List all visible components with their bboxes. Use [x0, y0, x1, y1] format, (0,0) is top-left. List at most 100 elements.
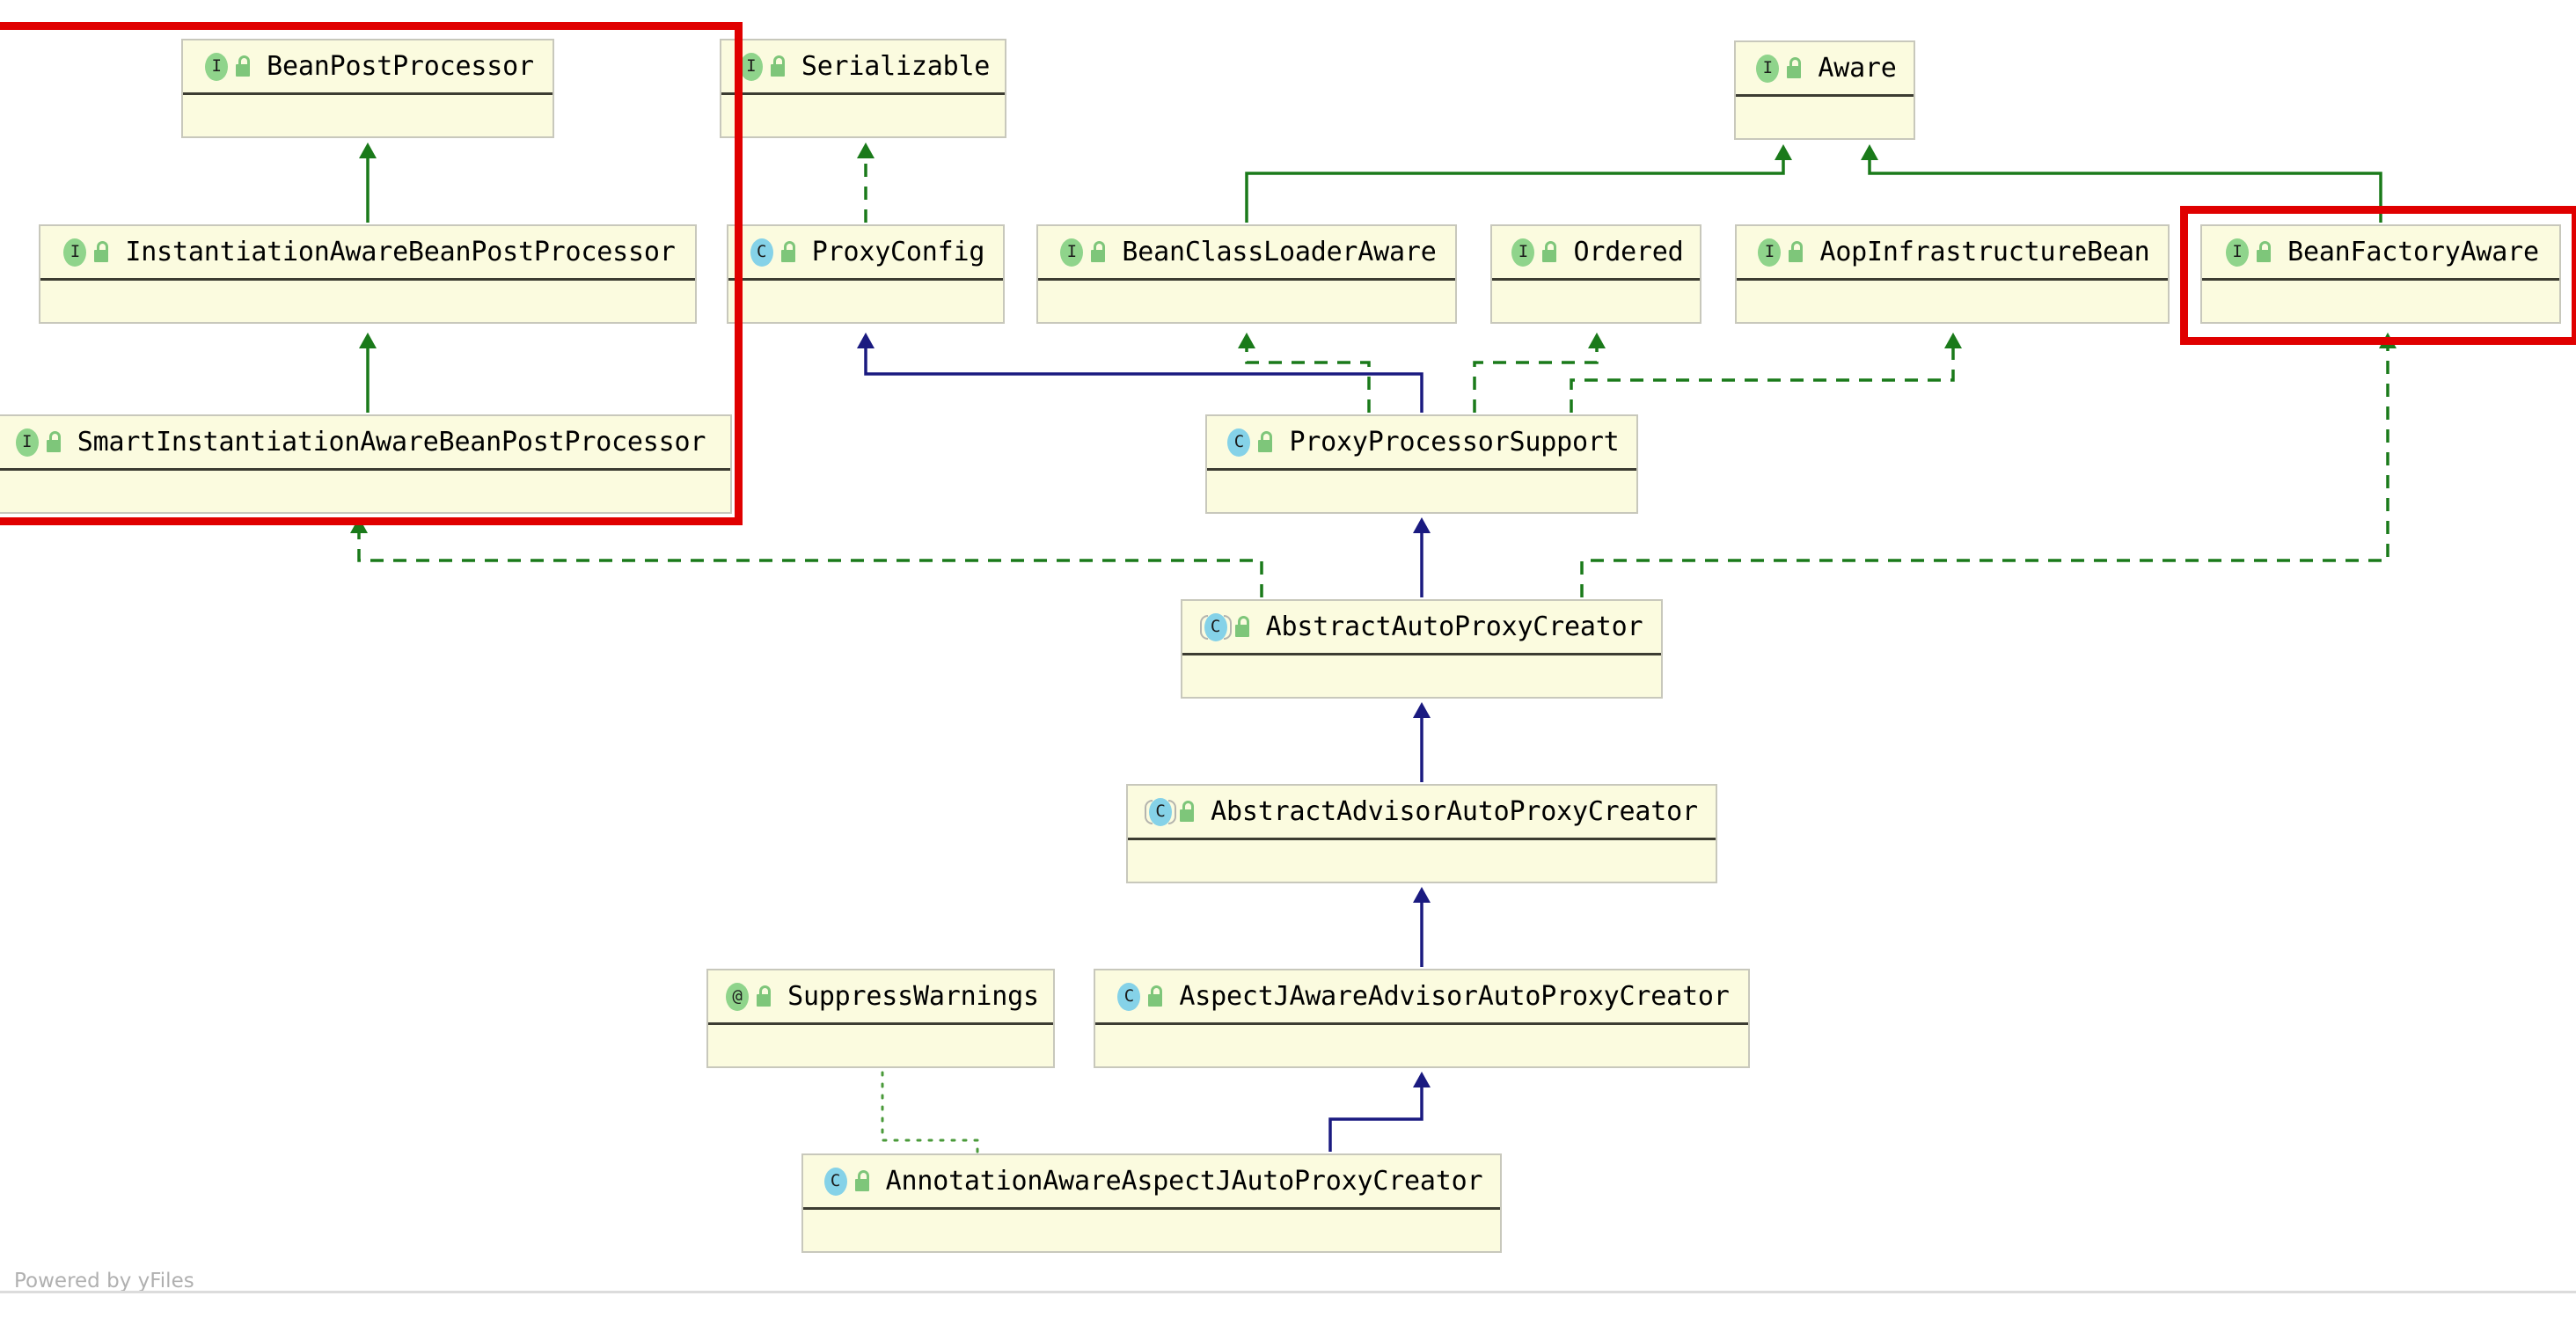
public-unlock-icon: [1788, 240, 1809, 264]
uml-node-smartinstantiationawarebeanpostprocessor[interactable]: I SmartInstantiationAwareBeanPostProcess…: [0, 414, 732, 514]
uml-node-aware[interactable]: I Aware: [1734, 40, 1915, 140]
node-header: C AnnotationAwareAspectJAutoProxyCreator: [803, 1155, 1500, 1210]
node-header: C AspectJAwareAdvisorAutoProxyCreator: [1095, 970, 1748, 1025]
public-unlock-icon: [1090, 240, 1111, 264]
abstract-class-icon: C: [1199, 612, 1232, 642]
node-header: I Ordered: [1492, 226, 1700, 281]
node-members-compartment: [1737, 281, 2168, 322]
node-title: BeanClassLoaderAware: [1122, 237, 1437, 267]
node-header: I Serializable: [721, 40, 1005, 95]
class-icon: C: [747, 238, 777, 267]
node-title: Ordered: [1573, 237, 1684, 267]
node-members-compartment: [1207, 471, 1636, 512]
edge-proxyprocessorsupport-to-aopinfrastructurebean: [1570, 333, 1962, 413]
class-icon: C: [821, 1167, 851, 1197]
public-unlock-icon: [854, 1169, 875, 1193]
node-members-compartment: [728, 281, 1003, 322]
edge-proxyprocessorsupport-to-ordered: [1473, 333, 1606, 413]
node-title: AopInfrastructureBean: [1819, 237, 2150, 267]
node-title: ProxyConfig: [811, 237, 985, 267]
node-header: C ProxyProcessorSupport: [1207, 416, 1636, 471]
public-unlock-icon: [1541, 240, 1562, 264]
uml-node-beanfactoryaware[interactable]: I BeanFactoryAware: [2200, 224, 2561, 324]
public-unlock-icon: [780, 240, 801, 264]
uml-node-beanpostprocessor[interactable]: I BeanPostProcessor: [181, 39, 554, 138]
node-title: SmartInstantiationAwareBeanPostProcessor: [77, 427, 706, 458]
edge-annotationaware-to-suppresswarnings: [881, 1067, 979, 1153]
public-unlock-icon: [756, 985, 777, 1008]
interface-icon: I: [1057, 238, 1087, 267]
edge-abstractautoproxycreator-to-beanfactoryaware: [1580, 333, 2397, 597]
annotation-icon: @: [722, 982, 752, 1012]
public-unlock-icon: [1234, 615, 1255, 639]
node-title: AspectJAwareAdvisorAutoProxyCreator: [1179, 981, 1730, 1012]
node-members-compartment: [1736, 97, 1914, 138]
node-members-compartment: [0, 471, 730, 512]
node-header: I BeanClassLoaderAware: [1038, 226, 1455, 281]
uml-node-suppresswarnings[interactable]: @ SuppressWarnings: [706, 969, 1055, 1068]
abstract-class-icon: C: [1145, 797, 1177, 827]
uml-node-beanclassloaderaware[interactable]: I BeanClassLoaderAware: [1036, 224, 1457, 324]
node-title: InstantiationAwareBeanPostProcessor: [125, 237, 676, 267]
node-members-compartment: [708, 1025, 1053, 1066]
edge-abstractautoproxycreator-to-smartinstantiationaware: [350, 517, 1263, 597]
interface-icon: I: [2222, 238, 2252, 267]
public-unlock-icon: [2256, 240, 2277, 264]
node-header: I BeanPostProcessor: [183, 40, 553, 95]
uml-node-ordered[interactable]: I Ordered: [1490, 224, 1701, 324]
edge-proxyprocessorsupport-to-proxyconfig: [857, 333, 1423, 413]
node-members-compartment: [40, 281, 695, 322]
node-header: I InstantiationAwareBeanPostProcessor: [40, 226, 695, 281]
node-title: AbstractAdvisorAutoProxyCreator: [1211, 796, 1698, 827]
uml-node-aspectjawareadvisorautoproxycreator[interactable]: C AspectJAwareAdvisorAutoProxyCreator: [1094, 969, 1750, 1068]
node-members-compartment: [1038, 281, 1455, 322]
interface-icon: I: [1754, 238, 1784, 267]
public-unlock-icon: [1786, 56, 1807, 80]
uml-node-annotationawareaspectjautoproxycreator[interactable]: C AnnotationAwareAspectJAutoProxyCreator: [801, 1153, 1502, 1253]
uml-node-aopinfrastructurebean[interactable]: I AopInfrastructureBean: [1735, 224, 2170, 324]
public-unlock-icon: [235, 55, 256, 78]
public-unlock-icon: [1147, 985, 1168, 1008]
node-members-compartment: [1492, 281, 1700, 322]
public-unlock-icon: [1179, 800, 1200, 824]
node-header: I BeanFactoryAware: [2202, 226, 2559, 281]
interface-icon: I: [1508, 238, 1538, 267]
edge-beanfactoryaware-to-aware: [1861, 144, 2382, 223]
public-unlock-icon: [1257, 430, 1278, 454]
interface-icon: I: [201, 52, 231, 82]
edge-proxyprocessorsupport-to-beanclassloaderaware: [1238, 333, 1371, 413]
uml-node-abstractautoproxycreator[interactable]: C AbstractAutoProxyCreator: [1181, 599, 1663, 699]
node-title: Serializable: [801, 51, 991, 82]
edge-beanclassloaderaware-to-aware: [1245, 144, 1792, 223]
node-title: BeanFactoryAware: [2287, 237, 2539, 267]
uml-node-serializable[interactable]: I Serializable: [720, 39, 1006, 138]
uml-node-instantiationawarebeanpostprocessor[interactable]: I InstantiationAwareBeanPostProcessor: [39, 224, 697, 324]
node-title: Aware: [1818, 53, 1897, 84]
uml-node-proxyprocessorsupport[interactable]: C ProxyProcessorSupport: [1205, 414, 1638, 514]
node-header: I AopInfrastructureBean: [1737, 226, 2168, 281]
node-members-compartment: [803, 1210, 1500, 1251]
node-members-compartment: [721, 95, 1005, 136]
node-header: C AbstractAdvisorAutoProxyCreator: [1128, 786, 1716, 840]
public-unlock-icon: [46, 430, 67, 454]
node-header: C ProxyConfig: [728, 226, 1003, 281]
node-title: BeanPostProcessor: [267, 51, 534, 82]
yfiles-credit-label: Powered by yFiles: [14, 1270, 194, 1292]
edge-annotationaware-to-aspectjaware: [1328, 1072, 1431, 1152]
node-members-compartment: [1182, 655, 1661, 697]
class-icon: C: [1224, 428, 1254, 458]
uml-node-proxyconfig[interactable]: C ProxyConfig: [727, 224, 1005, 324]
interface-icon: I: [736, 52, 766, 82]
interface-icon: I: [12, 428, 42, 458]
node-members-compartment: [1095, 1025, 1748, 1066]
node-members-compartment: [1128, 840, 1716, 882]
public-unlock-icon: [770, 55, 791, 78]
interface-icon: I: [1753, 54, 1782, 84]
uml-node-abstractadvisorautoproxycreator[interactable]: C AbstractAdvisorAutoProxyCreator: [1126, 784, 1717, 883]
node-header: I Aware: [1736, 42, 1914, 97]
node-header: I SmartInstantiationAwareBeanPostProcess…: [0, 416, 730, 471]
node-title: ProxyProcessorSupport: [1289, 427, 1620, 458]
node-members-compartment: [183, 95, 553, 136]
node-header: @ SuppressWarnings: [708, 970, 1053, 1025]
